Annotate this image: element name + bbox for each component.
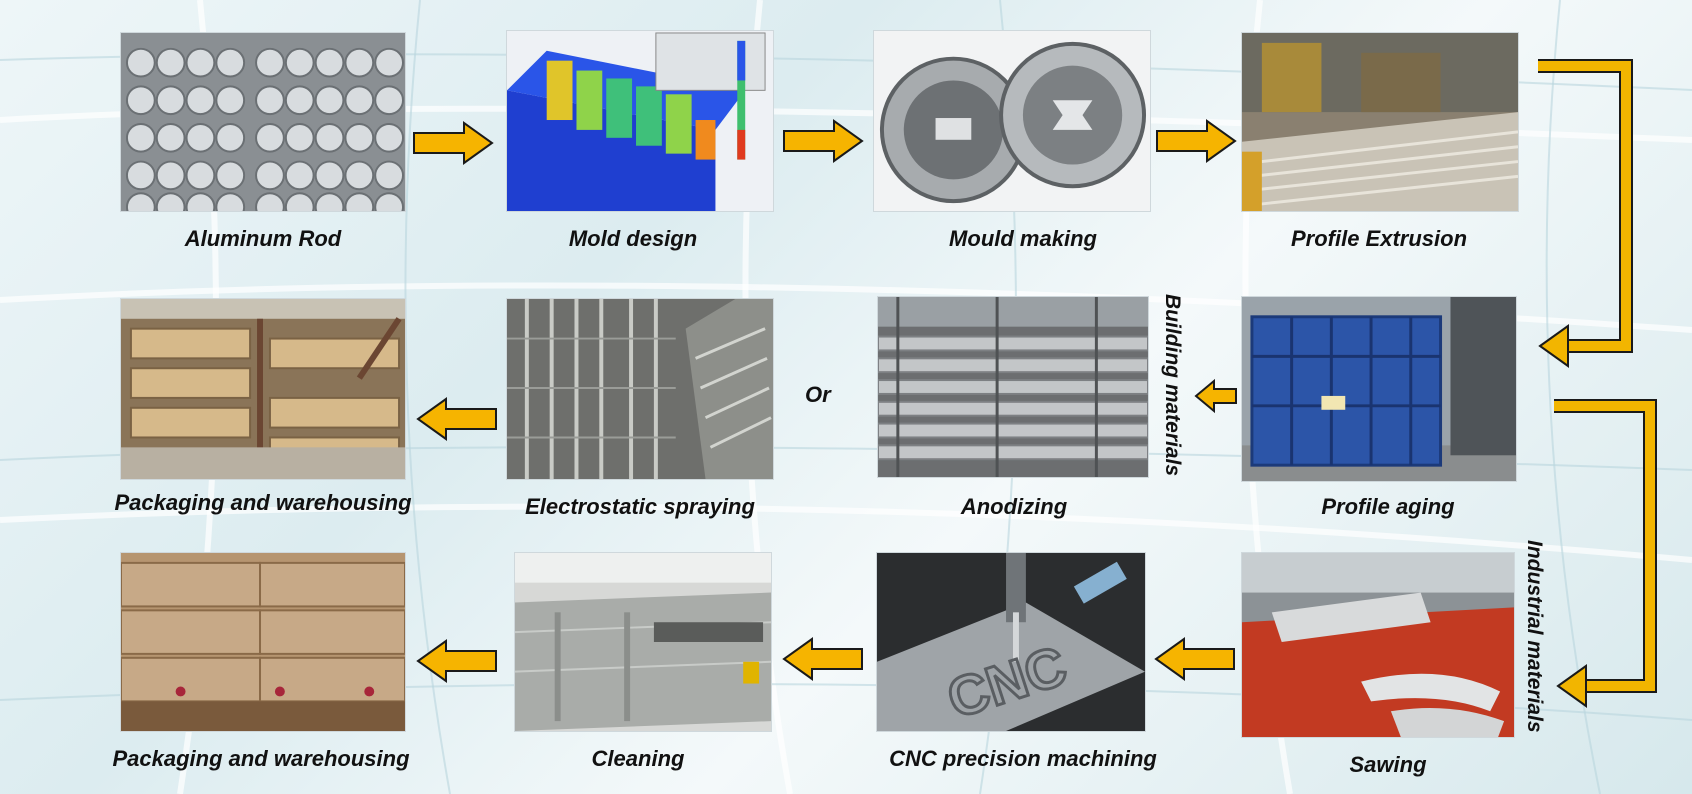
caption-mold-design: Mold design bbox=[568, 226, 698, 251]
caption-profile-aging: Profile aging bbox=[1321, 494, 1455, 519]
or-label: Or bbox=[805, 382, 831, 407]
caption-electrostatic-spraying: Electrostatic spraying bbox=[525, 494, 755, 519]
arrow-left-icon bbox=[1194, 378, 1237, 414]
arrow-right-icon bbox=[1156, 119, 1237, 163]
caption-cleaning: Cleaning bbox=[591, 746, 685, 771]
packaging-bottom-photo bbox=[120, 552, 406, 732]
caption-profile-extrusion: Profile Extrusion bbox=[1290, 226, 1468, 251]
anodizing-photo bbox=[877, 296, 1149, 478]
caption-anodizing: Anodizing bbox=[960, 494, 1068, 519]
caption-aluminum-rod: Aluminum Rod bbox=[184, 226, 342, 251]
mould-making-photo bbox=[873, 30, 1151, 212]
caption-packaging-bottom: Packaging and warehousing bbox=[112, 746, 410, 771]
caption-mould-making: Mould making bbox=[949, 226, 1097, 251]
caption-packaging-top: Packaging and warehousing bbox=[114, 490, 412, 515]
profile-extrusion-photo bbox=[1241, 32, 1519, 212]
arrow-right-icon bbox=[783, 119, 864, 163]
sawing-photo bbox=[1241, 552, 1515, 738]
arrow-right-icon bbox=[413, 121, 494, 165]
mold-design-photo bbox=[506, 30, 774, 212]
arrow-left-icon bbox=[782, 637, 863, 681]
cnc-photo: CNC bbox=[876, 552, 1146, 732]
arrow-left-icon bbox=[1154, 637, 1235, 681]
aluminum-rod-photo bbox=[120, 32, 406, 212]
profile-aging-photo bbox=[1241, 296, 1517, 482]
cleaning-photo bbox=[514, 552, 772, 732]
arrow-left-icon bbox=[416, 397, 497, 441]
building-materials-label: Building materials bbox=[1161, 294, 1184, 477]
caption-sawing: Sawing bbox=[1349, 752, 1427, 777]
arrow-left-icon bbox=[416, 639, 497, 683]
industrial-materials-label: Industrial materials bbox=[1523, 540, 1546, 733]
caption-cnc: CNC precision machining bbox=[889, 746, 1157, 771]
electrostatic-spraying-photo bbox=[506, 298, 774, 480]
packaging-top-photo bbox=[120, 298, 406, 480]
